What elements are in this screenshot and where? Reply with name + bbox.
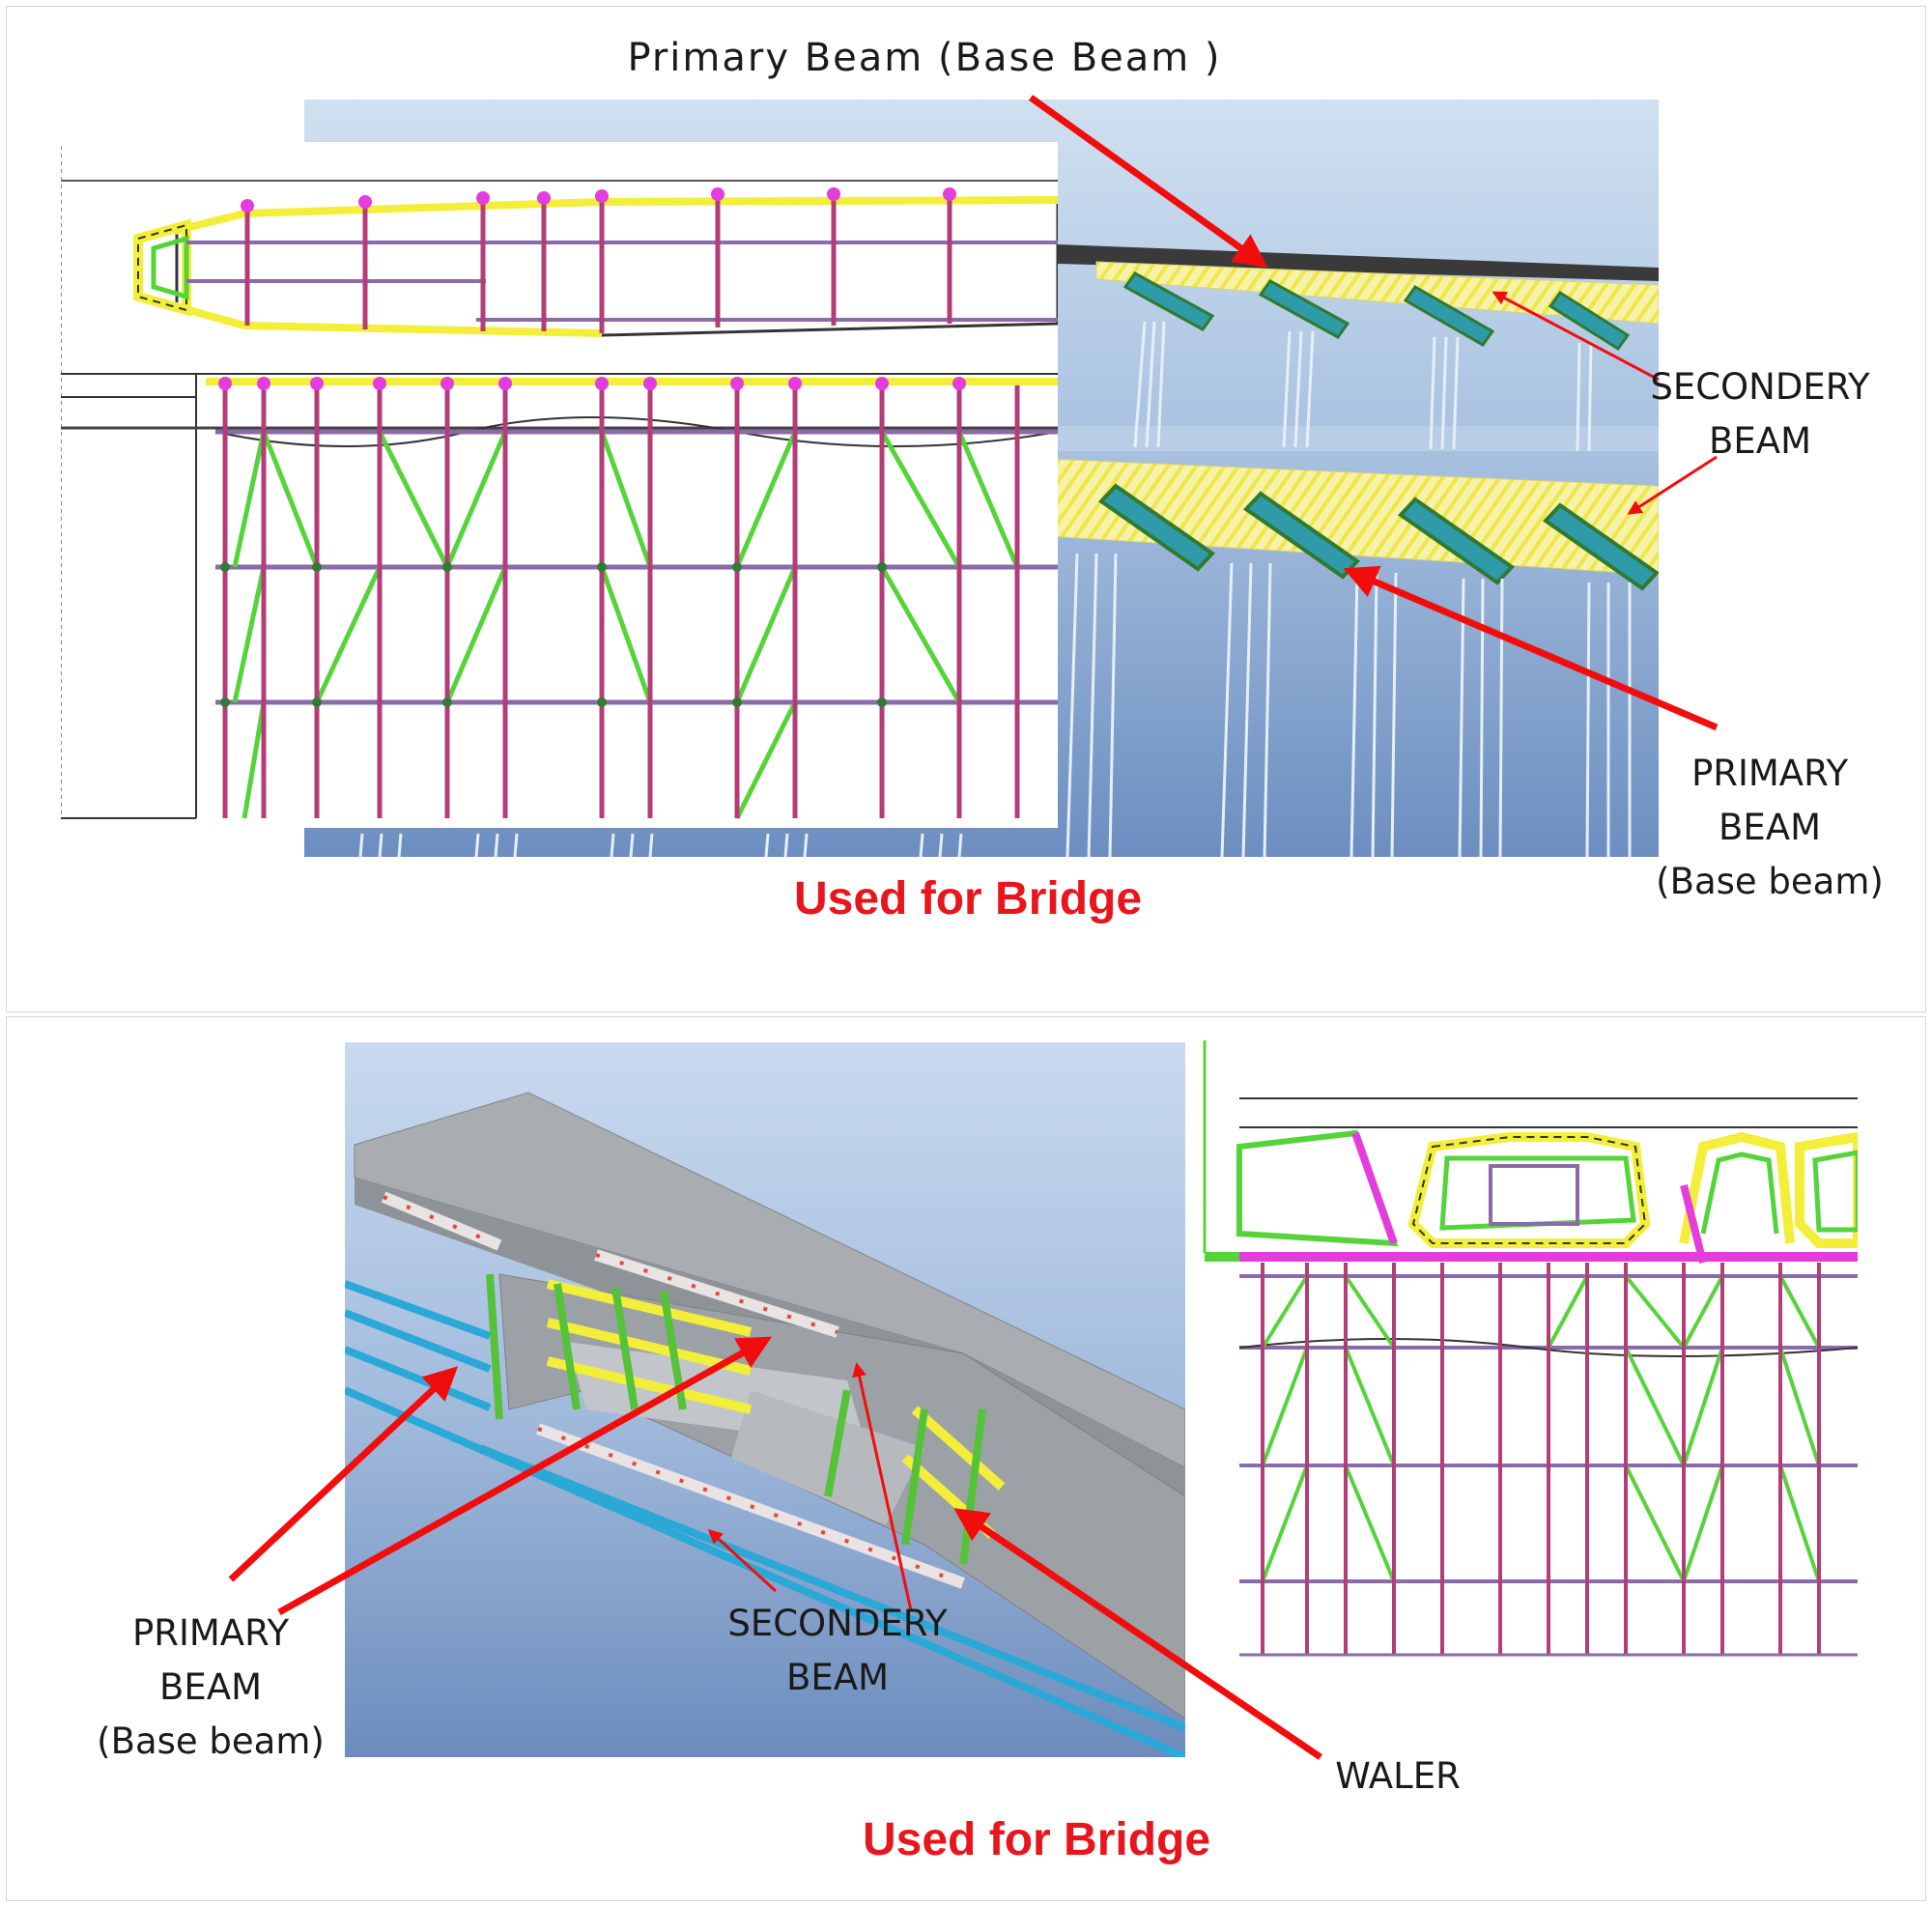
label-top-primary-beam: Primary Beam (Base Beam ) <box>627 36 1222 80</box>
top-panel: Primary Beam (Base Beam ) SECONDERY BEAM… <box>6 6 1926 1012</box>
label-top-secondary-beam: SECONDERY BEAM <box>1650 366 1870 462</box>
arrow-secondary-1 <box>1492 291 1660 382</box>
label-bottom-primary-base: PRIMARY BEAM (Base beam) <box>97 1612 325 1762</box>
top-arrows <box>1028 95 1719 731</box>
arrow-bottom-primary-2 <box>277 1336 773 1616</box>
top-cad-drawing <box>61 142 1058 828</box>
bottom-arrows <box>228 1336 1322 1760</box>
bottom-panel: PRIMARY BEAM (Base beam) SECONDERY BEAM … <box>6 1016 1926 1901</box>
bottom-caption: Used for Bridge <box>863 1814 1211 1865</box>
arrow-secondary-2 <box>1627 455 1718 515</box>
arrow-primary-base <box>1343 565 1719 731</box>
label-bottom-secondary-beam: SECONDERY BEAM <box>727 1603 948 1698</box>
top-caption: Used for Bridge <box>794 873 1143 924</box>
label-bottom-waler: WALER <box>1335 1755 1461 1797</box>
arrow-bottom-primary-1 <box>228 1366 459 1582</box>
arrow-bottom-waler <box>953 1508 1322 1760</box>
arrow-bottom-secondary-1 <box>707 1528 778 1593</box>
arrow-top-primary <box>1028 95 1268 269</box>
arrow-bottom-secondary-2 <box>852 1362 913 1611</box>
bottom-cad-drawing <box>1201 1040 1858 1668</box>
label-top-primary-base: PRIMARY BEAM (Base beam) <box>1656 753 1884 902</box>
